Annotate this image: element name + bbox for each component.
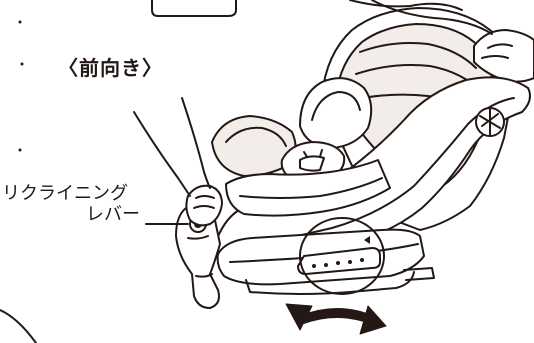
recline-lever-label-line1: リクライニング (2, 183, 128, 204)
headrest (299, 77, 373, 149)
isofix-bar (403, 267, 435, 281)
page-corner-curve (0, 309, 37, 343)
control-panel (297, 247, 381, 275)
top-box-fragment (151, 0, 237, 17)
front-leg (175, 202, 221, 309)
direction-label: 〈前向き〉 (58, 56, 163, 80)
buckle (299, 155, 325, 172)
curved-double-arrow-icon (285, 303, 387, 335)
seat-cushion (225, 159, 391, 217)
highlight-circle (299, 217, 385, 295)
arm-left-2 (181, 97, 211, 189)
indicator-dots (312, 258, 364, 268)
hand-top-right (473, 29, 534, 83)
arm-top-left (349, 0, 463, 11)
margin-dots (18, 20, 24, 152)
recline-lever-label-line2: レバー (86, 204, 140, 225)
arm-left-1 (133, 111, 191, 197)
indicator-triangle (364, 236, 370, 244)
